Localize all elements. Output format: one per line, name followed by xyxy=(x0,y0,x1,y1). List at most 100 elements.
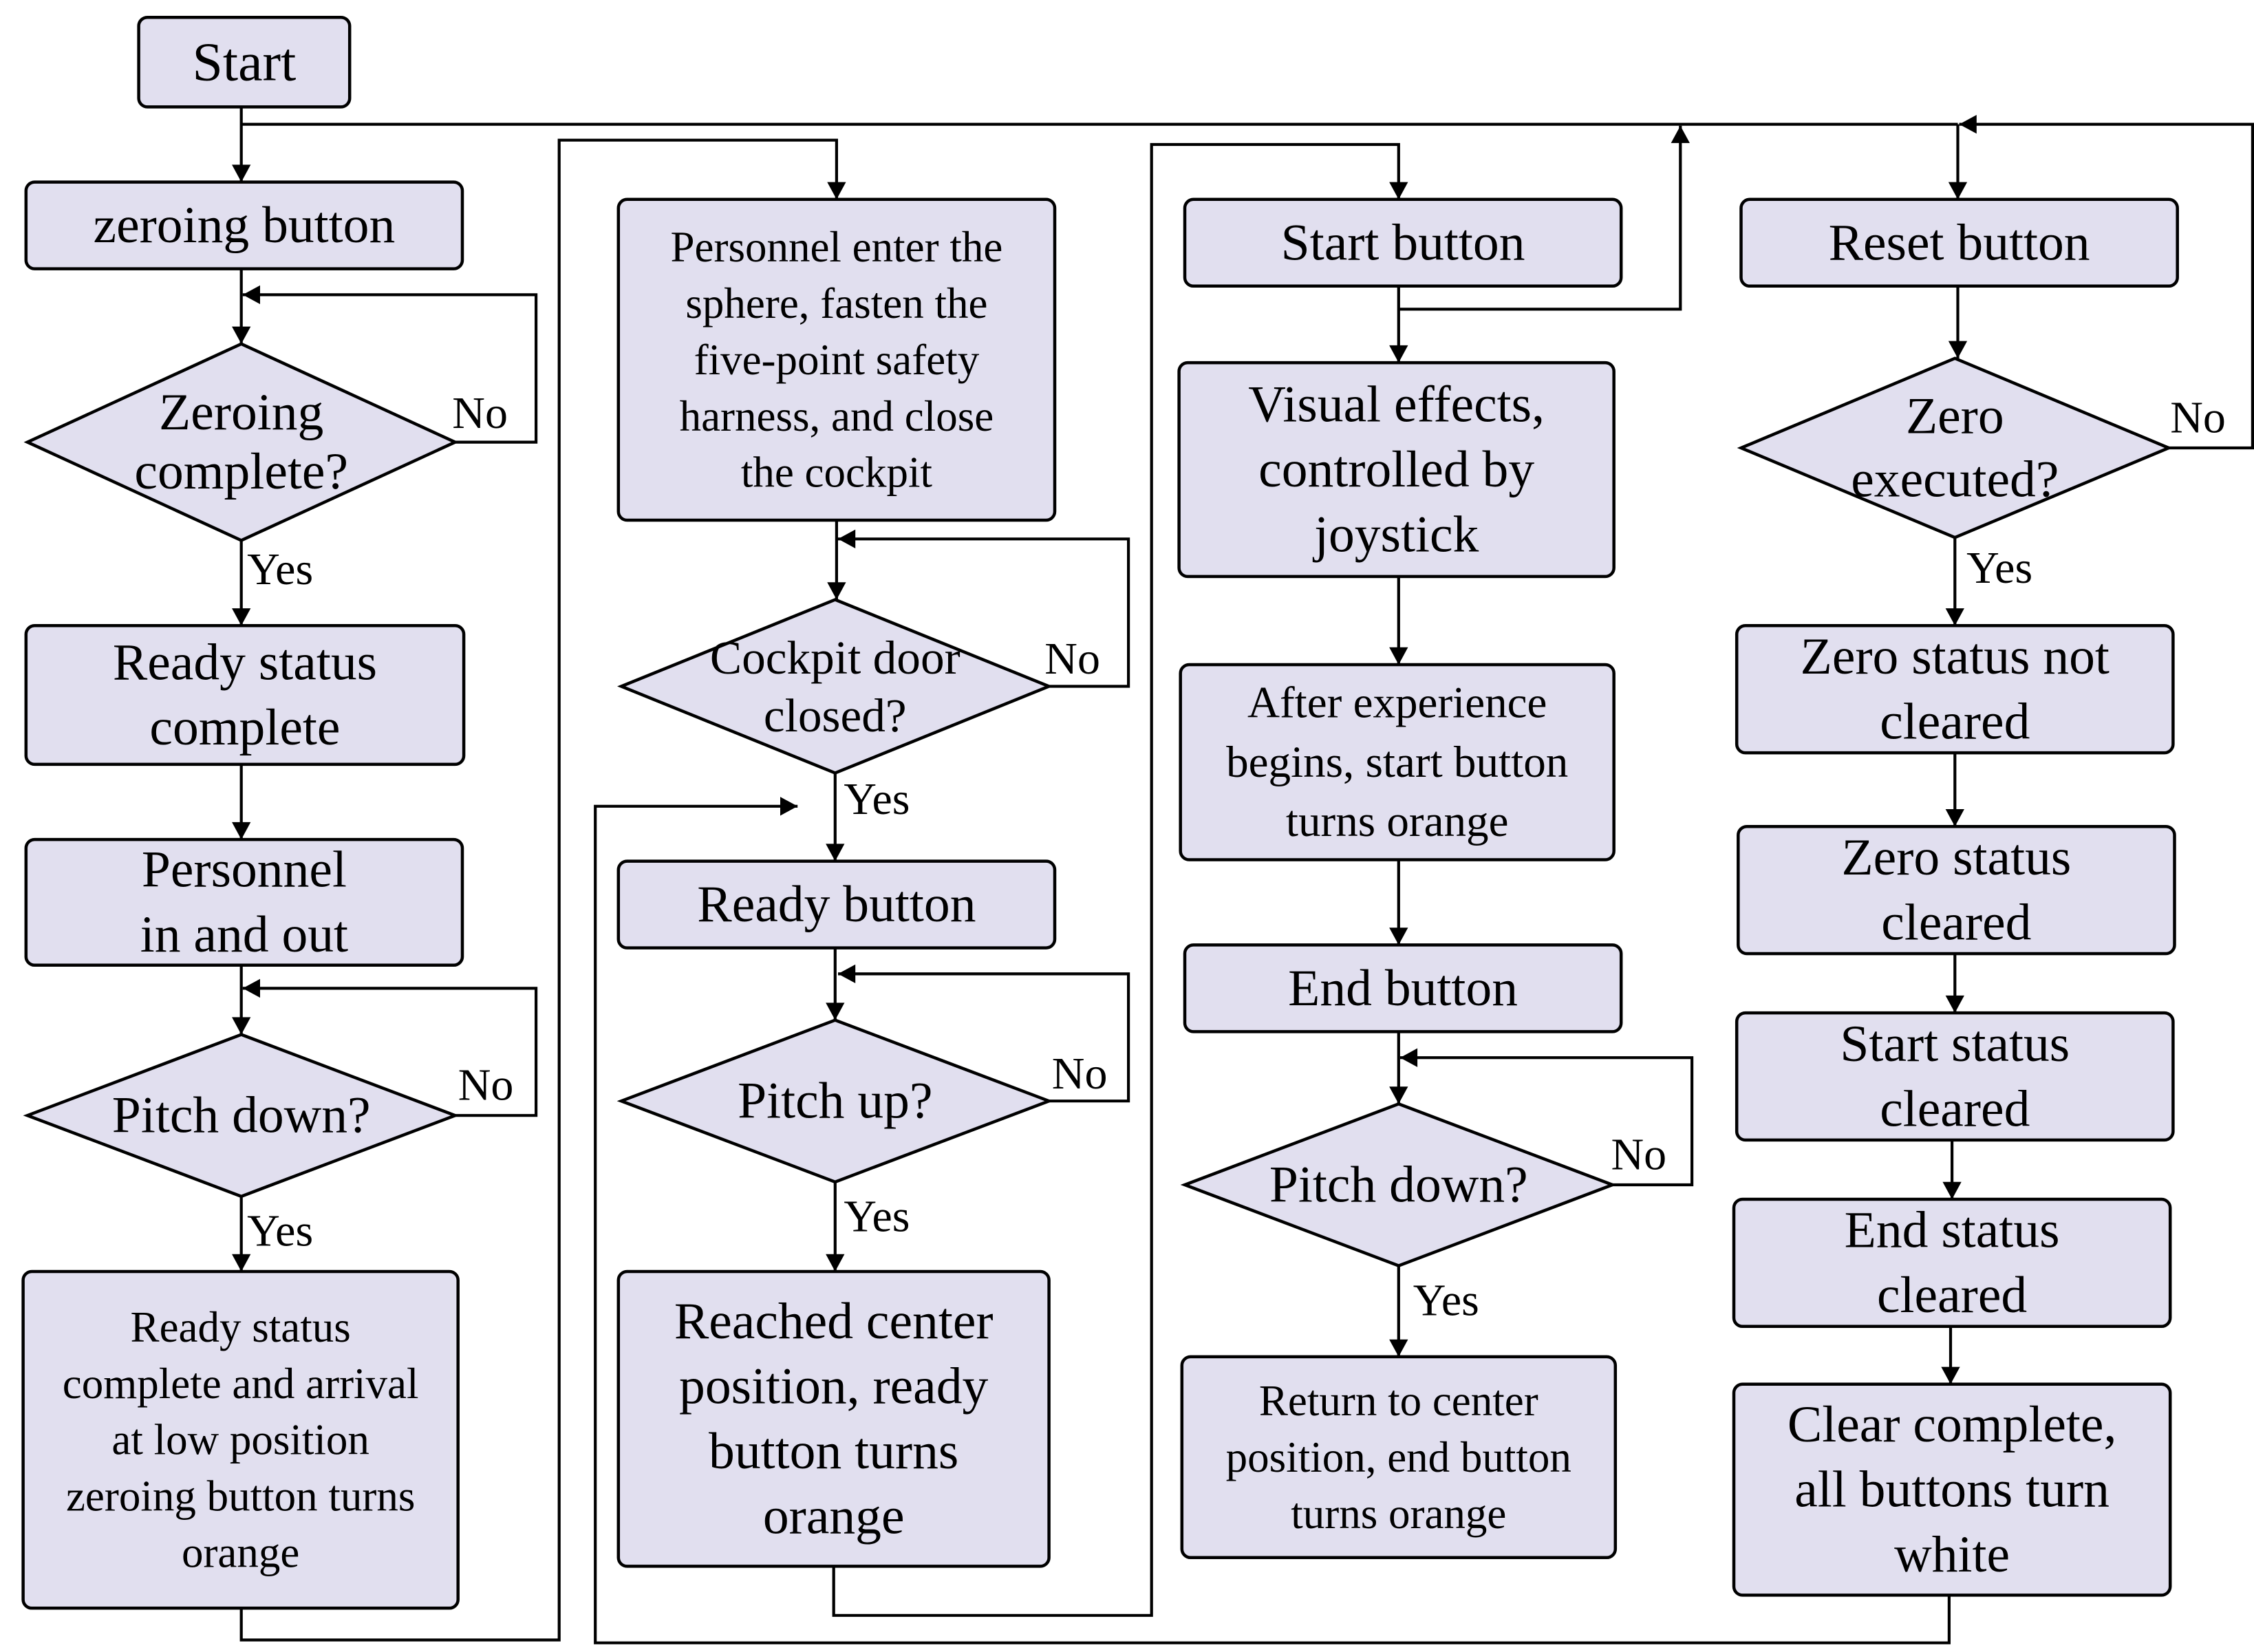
arrowhead xyxy=(232,1254,251,1272)
node-label: Ready status xyxy=(113,634,377,691)
edge-label-yes: Yes xyxy=(844,774,910,824)
node-label: at low position xyxy=(111,1416,369,1464)
arrowhead xyxy=(1389,182,1408,200)
arrowhead xyxy=(826,1002,845,1020)
decision-diamond xyxy=(23,342,459,542)
process-box xyxy=(616,197,1057,522)
arrowhead xyxy=(1948,182,1968,200)
edge-label-no: No xyxy=(1044,634,1100,684)
edge-label-yes: Yes xyxy=(844,1192,910,1242)
node-zero-not-cleared: Zero status not cleared xyxy=(1735,624,2175,755)
arrowhead xyxy=(1941,1366,1960,1384)
arrowhead xyxy=(1389,647,1408,665)
arrowhead xyxy=(1389,927,1408,945)
arrowhead xyxy=(232,608,251,626)
node-label: executed? xyxy=(1851,451,2059,508)
node-label: Start xyxy=(193,32,297,92)
node-label: position, ready xyxy=(679,1358,988,1415)
node-label: Start status xyxy=(1840,1016,2070,1073)
process-box xyxy=(616,1269,1051,1568)
node-start-cleared: Start status cleared xyxy=(1735,1011,2175,1142)
connectors xyxy=(232,107,2254,1644)
node-label: harness, and close xyxy=(680,392,994,440)
node-label: complete and arrival xyxy=(63,1360,419,1408)
node-label: sphere, fasten the xyxy=(685,279,987,328)
node-label: position, end button xyxy=(1226,1433,1571,1481)
arrowhead xyxy=(827,582,846,600)
edge-label-no: No xyxy=(2170,392,2226,442)
arrowhead xyxy=(242,285,260,305)
node-ready-status-low: Ready status complete and arrival at low p… xyxy=(21,1269,460,1610)
node-label: cleared xyxy=(1880,693,2030,750)
process-box xyxy=(137,15,352,109)
node-label: End button xyxy=(1288,960,1518,1017)
arrowhead xyxy=(232,164,251,182)
node-label: button turns xyxy=(709,1423,958,1480)
node-label: End status xyxy=(1845,1202,2060,1259)
decision-diamond xyxy=(617,598,1053,775)
node-personnel-enter: Personnel enter the sphere, fasten the fiv… xyxy=(616,197,1057,522)
process-box xyxy=(1177,361,1616,579)
process-box xyxy=(1183,197,1623,288)
process-box xyxy=(1735,624,2175,755)
decision-diamond xyxy=(23,1033,460,1199)
node-ready-status-complete: Ready status complete xyxy=(24,624,466,766)
node-pitch-down-2: Pitch down? xyxy=(1180,1102,1617,1268)
node-label: begins, start button xyxy=(1226,738,1568,787)
arrowhead xyxy=(838,964,856,984)
arrowhead xyxy=(242,978,260,998)
process-box xyxy=(1180,1355,1618,1560)
node-pitch-down-1: Pitch down? xyxy=(23,1033,460,1199)
arrowhead xyxy=(827,182,846,200)
node-label: controlled by xyxy=(1258,441,1534,498)
node-label: complete xyxy=(149,699,340,756)
connector-line xyxy=(838,972,1130,1103)
node-start: Start xyxy=(137,15,352,109)
arrowhead xyxy=(232,822,251,840)
process-box xyxy=(1179,663,1616,861)
edge-label-yes: Yes xyxy=(247,544,313,594)
connector-line xyxy=(242,293,538,444)
node-label: Zero status not xyxy=(1801,628,2110,685)
node-label: orange xyxy=(182,1528,299,1576)
node-label: Ready status xyxy=(131,1303,351,1351)
arrowhead xyxy=(1942,1181,1962,1199)
arrowhead xyxy=(1948,341,1968,358)
node-label: Return to center xyxy=(1259,1377,1538,1425)
arrowhead xyxy=(1389,1086,1408,1104)
process-box xyxy=(1732,1197,2172,1329)
connector-line xyxy=(239,138,839,1642)
node-label: Clear complete, xyxy=(1788,1396,2117,1453)
node-label: all buttons turn xyxy=(1794,1461,2110,1519)
node-label: Reset button xyxy=(1829,214,2090,271)
node-label: Pitch down? xyxy=(1269,1157,1528,1214)
node-label: Start button xyxy=(1281,214,1525,271)
node-after-experience: After experience begins, start button turn… xyxy=(1179,663,1616,861)
node-label: After experience xyxy=(1247,678,1547,728)
process-box xyxy=(24,624,466,766)
node-label: five-point safety xyxy=(694,336,980,384)
process-box xyxy=(24,180,464,270)
node-label: orange xyxy=(763,1488,905,1545)
decision-diamond xyxy=(1737,356,2173,539)
node-zeroing-button: zeroing button xyxy=(24,180,464,270)
edge-label-no: No xyxy=(1611,1129,1667,1179)
node-label: Ready button xyxy=(697,876,976,933)
node-label: cleared xyxy=(1880,1080,2030,1137)
node-label: turns orange xyxy=(1286,797,1509,846)
node-label: in and out xyxy=(140,906,348,963)
process-box xyxy=(1183,943,1623,1033)
process-box xyxy=(1732,1382,2172,1597)
node-label: Pitch down? xyxy=(112,1087,371,1144)
node-label: zeroing button xyxy=(94,197,396,254)
arrowhead xyxy=(1399,1048,1418,1067)
node-label: Personnel enter the xyxy=(670,223,1002,271)
